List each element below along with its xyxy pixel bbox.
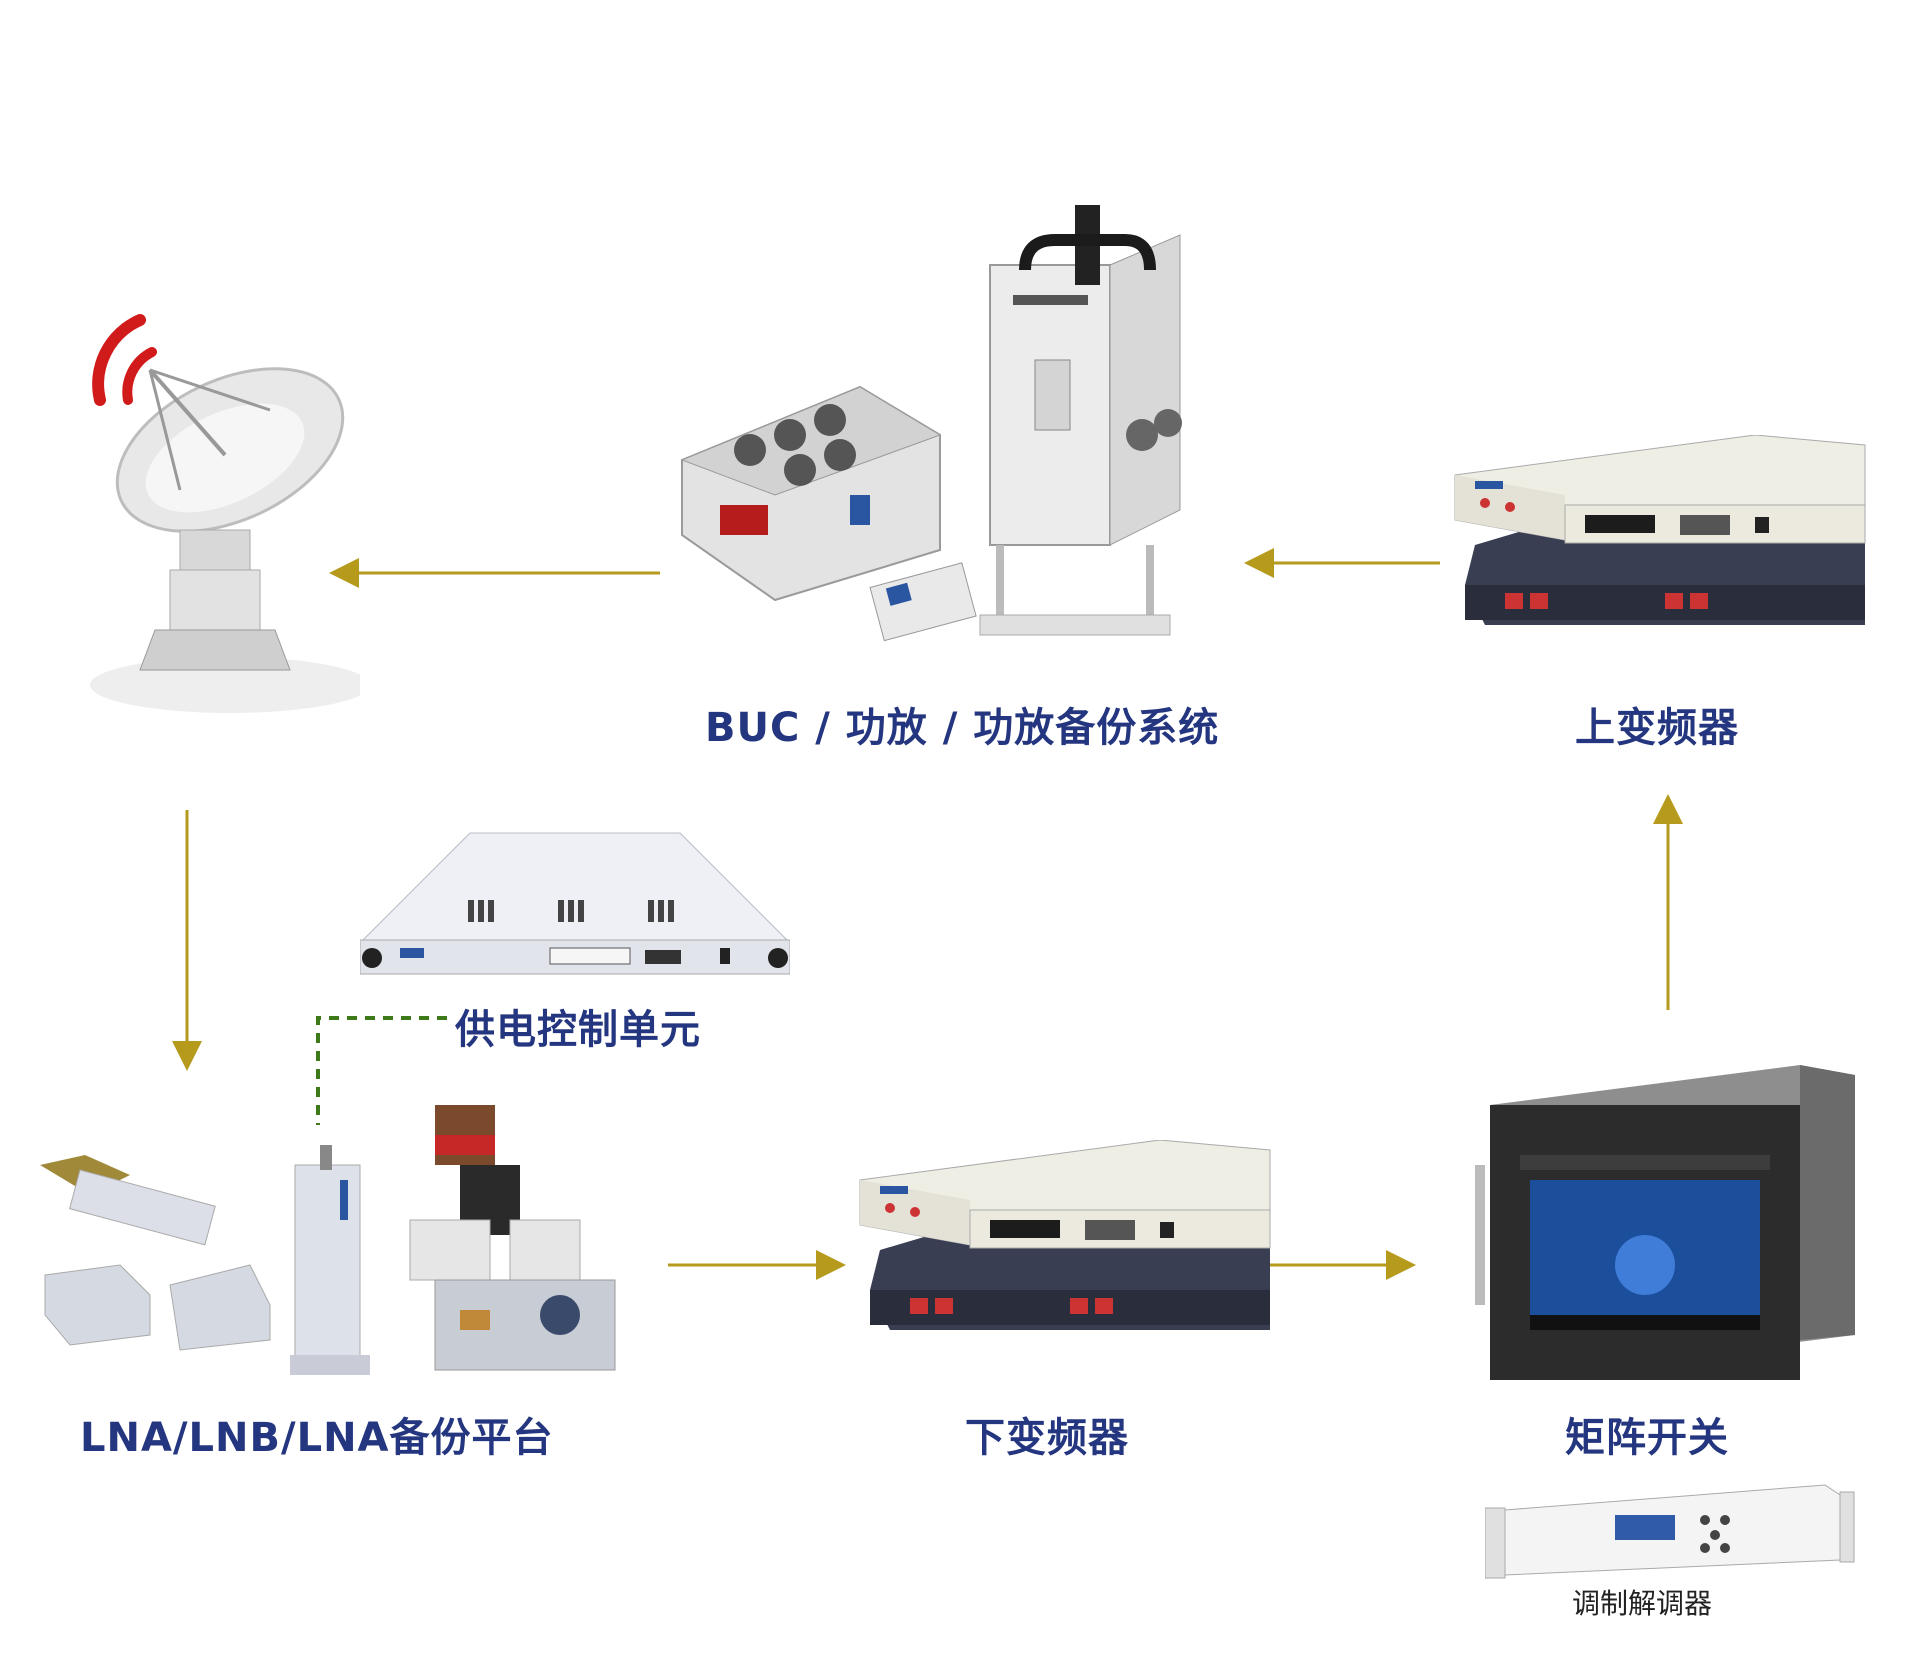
rack-unit-icon	[1445, 434, 1875, 635]
lna-platform-label: LNA/LNB/LNA备份平台	[80, 1415, 554, 1461]
lna-platform-icon	[40, 1085, 680, 1376]
power-amplifier-icon	[680, 195, 1240, 655]
rack-unit-icon	[850, 1139, 1280, 1340]
upconverter-label: 上变频器	[1575, 705, 1739, 751]
modem-icon	[1484, 1480, 1855, 1580]
buc-system-label: BUC / 功放 / 功放备份系统	[705, 705, 1220, 751]
matrix-switch-label: 矩阵开关	[1565, 1415, 1729, 1461]
modem-label: 调制解调器	[1572, 1587, 1713, 1620]
downconverter-label: 下变频器	[965, 1415, 1129, 1461]
power-control-unit-label: 供电控制单元	[455, 1007, 701, 1053]
matrix-switch-icon	[1470, 1065, 1870, 1380]
satellite-dish-icon	[60, 290, 370, 720]
dashed-power-link	[316, 1016, 447, 1125]
power-control-unit-icon	[358, 828, 792, 980]
